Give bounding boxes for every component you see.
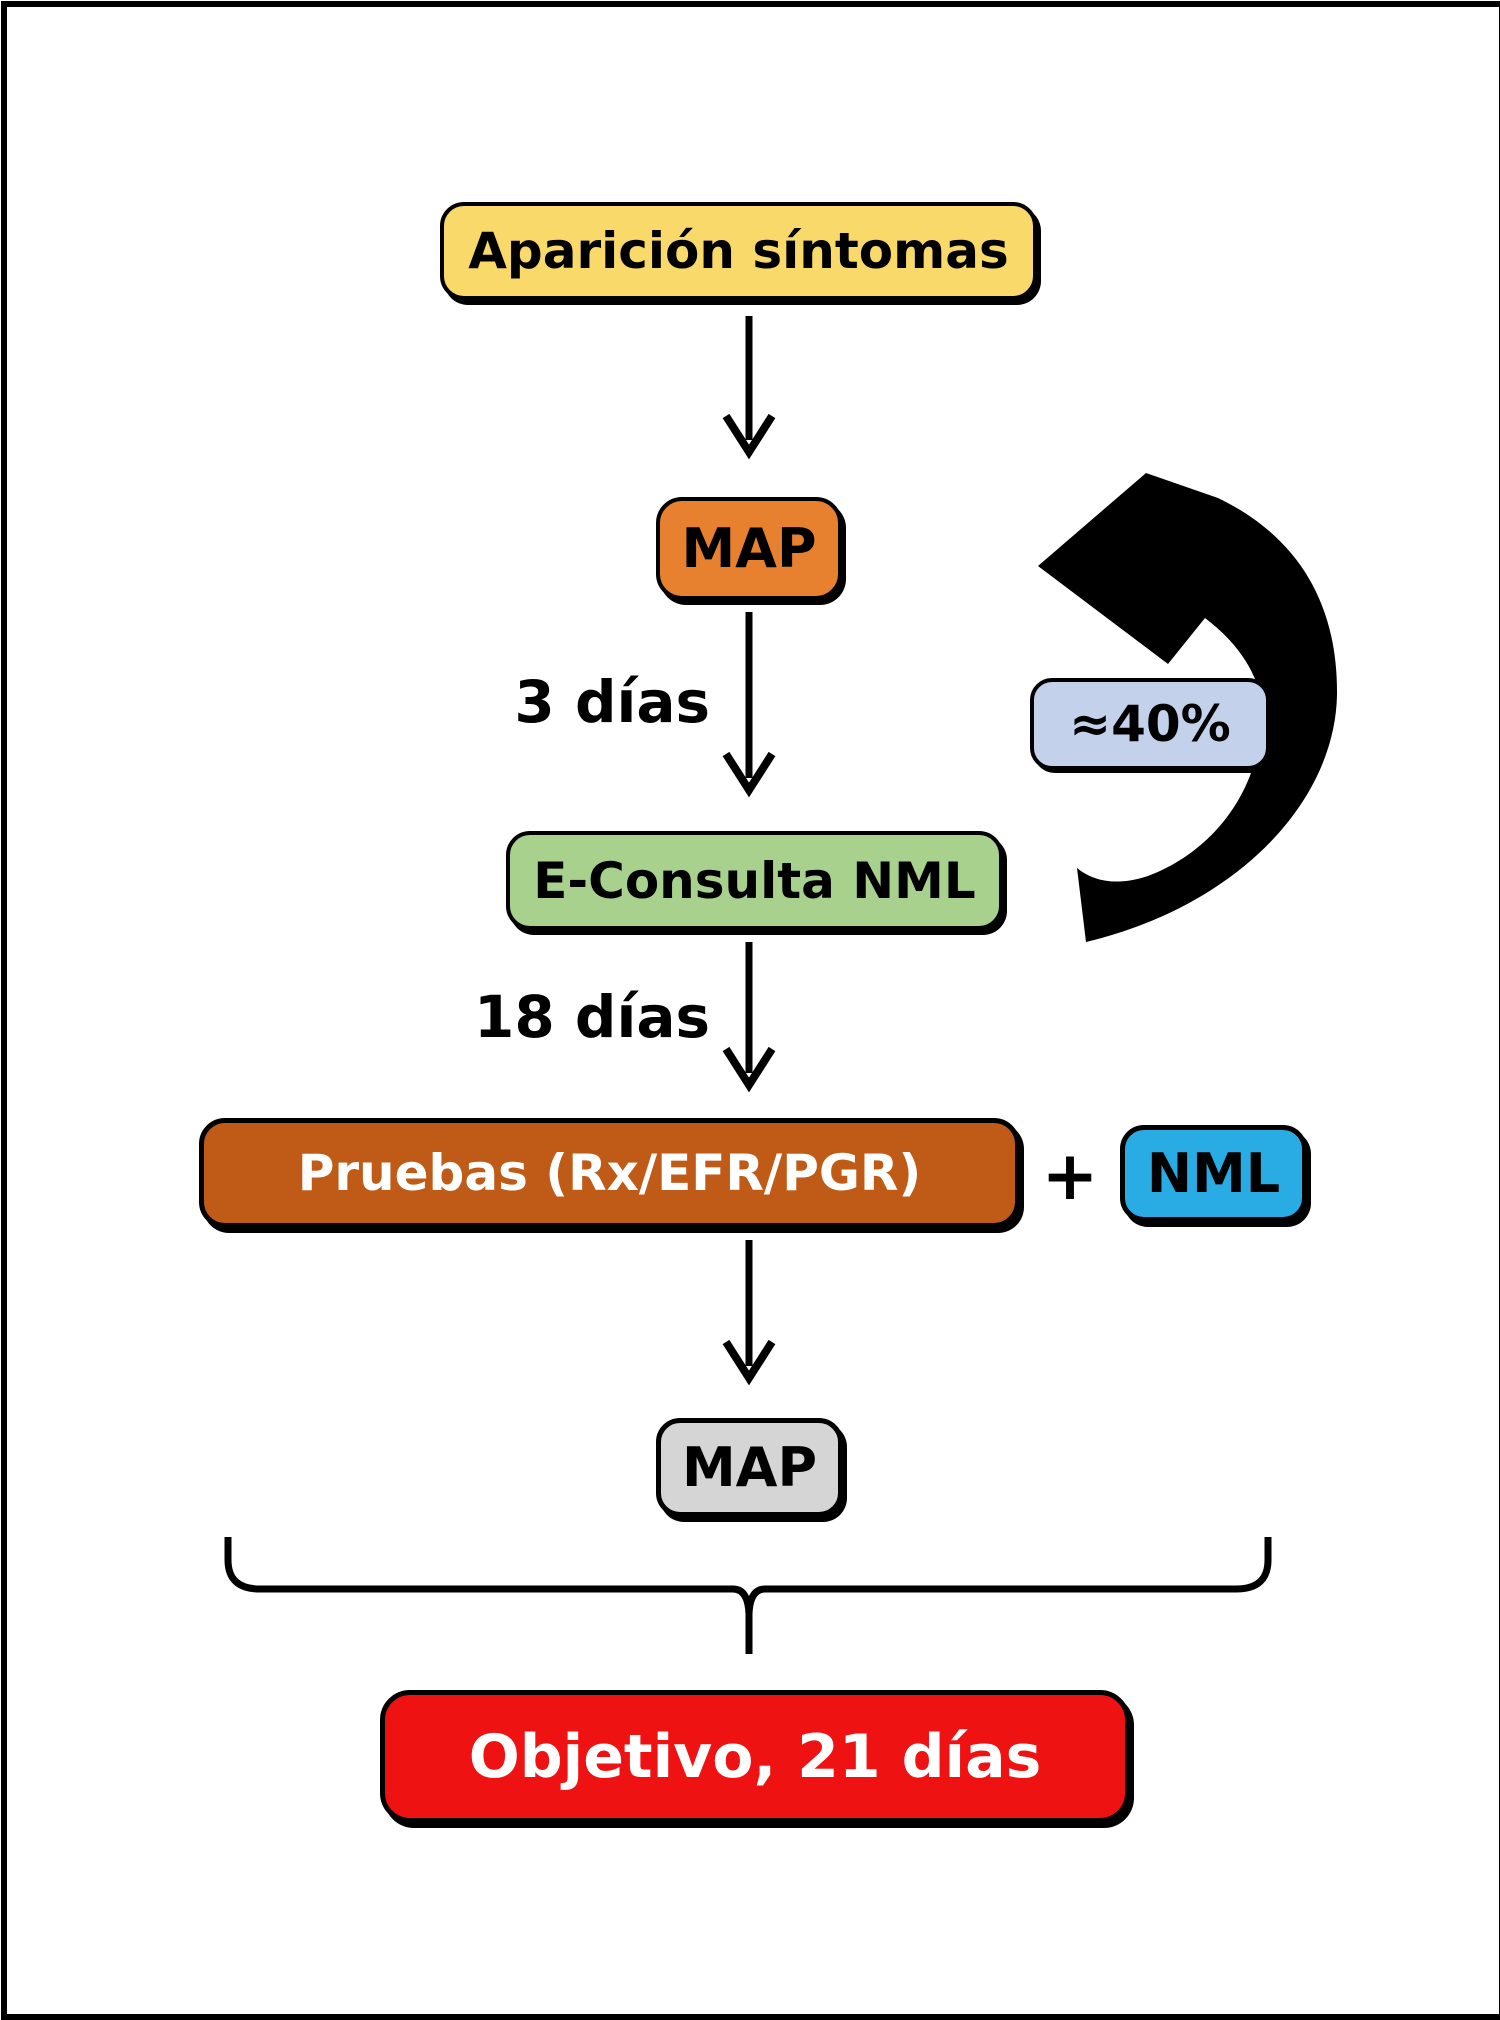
node-pruebas: Pruebas (Rx/EFR/PGR)	[199, 1118, 1020, 1228]
node-objetivo-21-dias: Objetivo, 21 días	[380, 1690, 1130, 1823]
arrow-down-econsulta-to-pruebas-icon	[722, 942, 776, 1093]
node-map-second: MAP	[656, 1418, 843, 1517]
node-e-consulta-nml: E-Consulta NML	[506, 831, 1003, 930]
edge-label-3-dias: 3 días	[514, 668, 710, 736]
arrow-down-sintomas-to-map-icon	[722, 316, 776, 460]
curly-brace-icon	[224, 1537, 1272, 1654]
arrow-down-map-to-econsulta-icon	[722, 612, 776, 798]
loop-rate-badge: ≈40%	[1030, 678, 1270, 770]
edge-label-18-dias: 18 días	[474, 983, 710, 1051]
node-aparicion-sintomas: Aparición síntomas	[440, 202, 1037, 300]
plus-sign: +	[1041, 1136, 1099, 1216]
node-map-first: MAP	[656, 497, 842, 600]
arrow-down-pruebas-to-map-icon	[722, 1240, 776, 1386]
node-nml: NML	[1120, 1125, 1307, 1222]
